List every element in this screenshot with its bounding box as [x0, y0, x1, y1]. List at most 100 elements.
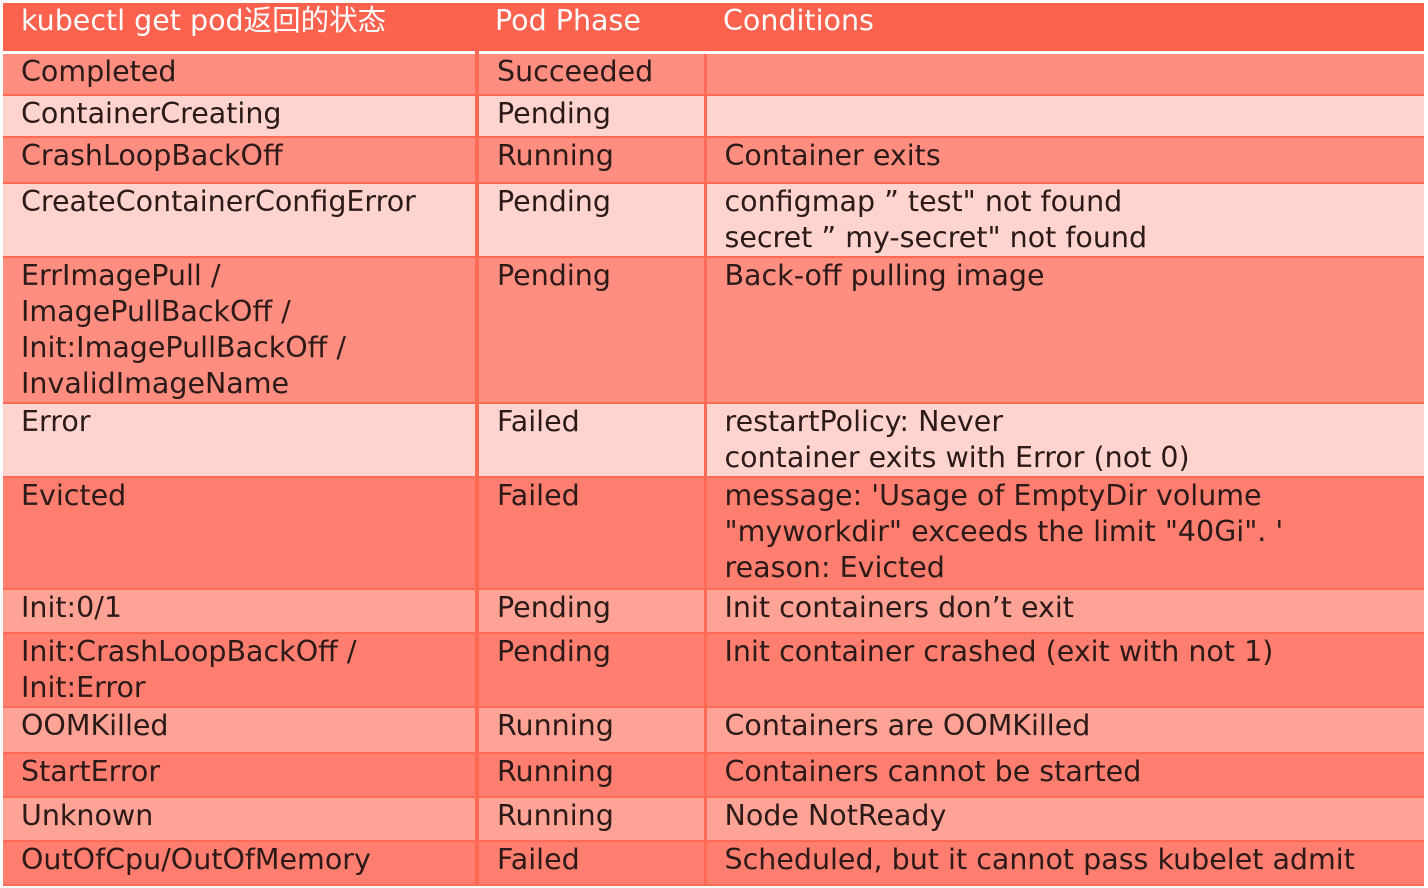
status-text: Error [21, 404, 91, 438]
status-cell: StartError [3, 752, 479, 798]
table-row: ContainerCreating Pending [3, 94, 1424, 138]
phase-cell: Pending [477, 256, 707, 404]
phase-cell: Running [477, 796, 707, 842]
table-row: OutOfCpu/OutOfMemory Failed Scheduled, but… [3, 840, 1424, 886]
condition-text: "myworkdir" exceeds the limit "40Gi". ' [724, 514, 1284, 548]
phase-text: Pending [497, 184, 611, 218]
conditions-cell [705, 52, 1424, 96]
status-cell: CreateContainerConfigError [3, 182, 479, 258]
conditions-cell: message: 'Usage of EmptyDir volume"mywor… [705, 476, 1424, 590]
condition-text: configmap ” test" not found [724, 184, 1123, 218]
status-cell: Init:CrashLoopBackOff /Init:Error [3, 632, 479, 708]
conditions-cell: Back-off pulling image [705, 256, 1424, 404]
status-cell: CrashLoopBackOff [3, 136, 479, 184]
status-cell: Error [3, 402, 479, 478]
pod-status-table: kubectl get pod返回的状态 Pod Phase Condition… [3, 3, 1424, 886]
conditions-cell: Containers are OOMKilled [705, 706, 1424, 754]
status-text: Init:CrashLoopBackOff / [21, 634, 357, 668]
conditions-cell: Container exits [705, 136, 1424, 184]
condition-text: reason: Evicted [724, 550, 945, 584]
phase-text: Failed [497, 404, 580, 438]
status-text: Evicted [21, 478, 127, 512]
phase-cell: Pending [477, 588, 707, 634]
conditions-cell: Containers cannot be started [705, 752, 1424, 798]
status-text: CreateContainerConfigError [21, 184, 416, 218]
status-cell: Init:0/1 [3, 588, 479, 634]
column-header-status: kubectl get pod返回的状态 [3, 3, 477, 54]
conditions-cell: Init container crashed (exit with not 1) [705, 632, 1424, 708]
status-cell: Evicted [3, 476, 479, 590]
status-text: OutOfCpu/OutOfMemory [21, 842, 371, 876]
phase-cell: Running [477, 136, 707, 184]
table-row: Completed Succeeded [3, 52, 1424, 96]
conditions-cell: Init containers don’t exit [705, 588, 1424, 634]
status-cell: Completed [3, 52, 479, 96]
table-row: Init:0/1 Pending Init containers don’t exi… [3, 588, 1424, 634]
phase-cell: Running [477, 752, 707, 798]
status-text: Unknown [21, 798, 154, 832]
status-cell: OOMKilled [3, 706, 479, 754]
phase-text: Pending [497, 258, 611, 292]
phase-text: Succeeded [497, 55, 654, 88]
condition-text: Init container crashed (exit with not 1) [724, 634, 1274, 668]
phase-text: Running [497, 138, 614, 172]
status-text: Init:ImagePullBackOff / [21, 330, 346, 364]
condition-text: Init containers don’t exit [724, 590, 1074, 624]
condition-text: Containers are OOMKilled [724, 708, 1091, 742]
status-text: StartError [21, 754, 161, 788]
table-row: CrashLoopBackOff Running Container exits [3, 136, 1424, 184]
status-text: CrashLoopBackOff [21, 138, 283, 172]
condition-text: Back-off pulling image [724, 258, 1045, 292]
status-text: InvalidImageName [21, 366, 290, 400]
phase-text: Failed [497, 478, 580, 512]
status-text: ErrImagePull / [21, 258, 221, 292]
condition-text: container exits with Error (not 0) [724, 440, 1190, 474]
phase-text: Running [497, 798, 614, 832]
conditions-cell: Node NotReady [705, 796, 1424, 842]
phase-cell: Failed [477, 840, 707, 886]
header-row: kubectl get pod返回的状态 Pod Phase Condition… [3, 3, 1424, 54]
condition-text: restartPolicy: Never [724, 404, 1004, 438]
conditions-cell [705, 94, 1424, 138]
status-text: Completed [21, 55, 177, 88]
conditions-cell: Scheduled, but it cannot pass kubelet ad… [705, 840, 1424, 886]
table-row: ErrImagePull /ImagePullBackOff /Init:Ima… [3, 256, 1424, 404]
column-header-phase: Pod Phase [477, 3, 705, 54]
condition-text: Containers cannot be started [724, 754, 1142, 788]
phase-text: Pending [497, 96, 611, 130]
column-header-conditions: Conditions [705, 3, 1424, 54]
phase-cell: Succeeded [477, 52, 707, 96]
phase-cell: Running [477, 706, 707, 754]
status-text: ContainerCreating [21, 96, 282, 130]
table-row: Evicted Failed message: 'Usage of EmptyDir… [3, 476, 1424, 590]
status-cell: ErrImagePull /ImagePullBackOff /Init:Ima… [3, 256, 479, 404]
phase-text: Pending [497, 590, 611, 624]
phase-cell: Pending [477, 632, 707, 708]
status-text: ImagePullBackOff / [21, 294, 291, 328]
phase-text: Running [497, 754, 614, 788]
phase-cell: Failed [477, 476, 707, 590]
status-text: Init:0/1 [21, 590, 123, 624]
condition-text: message: 'Usage of EmptyDir volume [724, 478, 1262, 512]
status-text: OOMKilled [21, 708, 169, 742]
table-row: StartError Running Containers cannot be st… [3, 752, 1424, 798]
table-row: CreateContainerConfigError Pending configm… [3, 182, 1424, 258]
status-cell: Unknown [3, 796, 479, 842]
phase-cell: Pending [477, 94, 707, 138]
table-row: OOMKilled Running Containers are OOMKilled [3, 706, 1424, 754]
phase-text: Failed [497, 842, 580, 876]
status-cell: OutOfCpu/OutOfMemory [3, 840, 479, 886]
condition-text: Container exits [724, 138, 941, 172]
status-text: Init:Error [21, 670, 146, 704]
condition-text: Node NotReady [724, 798, 947, 832]
phase-text: Running [497, 708, 614, 742]
condition-text: secret ” my-secret" not found [724, 220, 1148, 254]
phase-cell: Failed [477, 402, 707, 478]
condition-text: Scheduled, but it cannot pass kubelet ad… [724, 842, 1355, 876]
status-cell: ContainerCreating [3, 94, 479, 138]
